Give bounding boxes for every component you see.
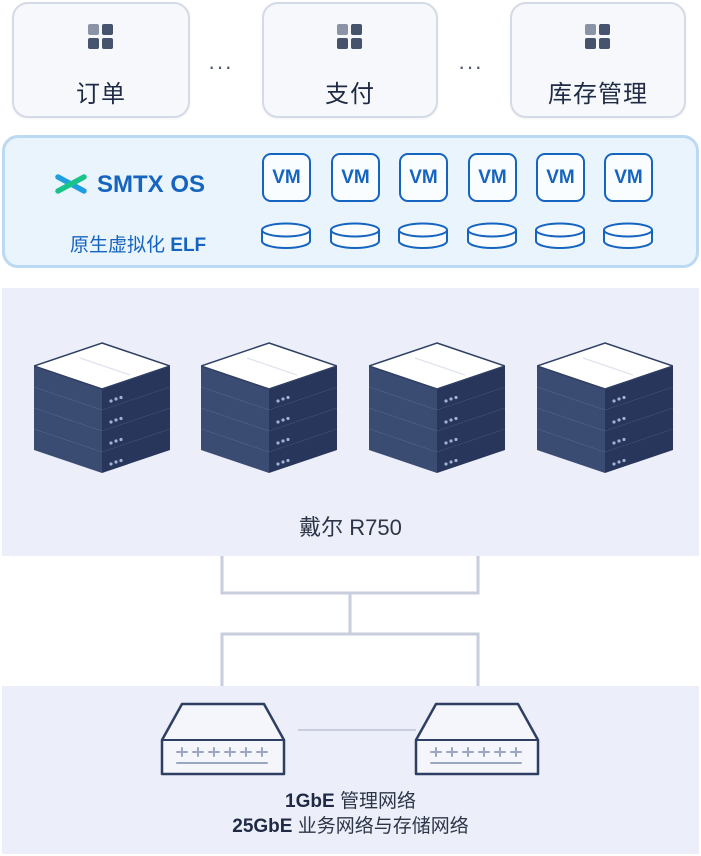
vm-box: VM [468,153,517,202]
server-stack-icon [369,342,505,473]
os-panel: SMTX OS 原生虚拟化 ELF VM VM VM VM VM VM [2,135,699,268]
net-speed-25g: 25GbE [232,816,293,837]
disk-icon [261,222,311,249]
switch-icon [160,702,286,776]
app-label-payment: 支付 [325,81,375,108]
network-line-business-storage: 25GbE 业务网络与存储网络 [2,811,699,838]
ellipsis-1: ··· [208,54,233,79]
app-label-order: 订单 [76,81,126,108]
grid-icon [88,24,113,49]
disk-icon [398,222,448,249]
vm-box: VM [536,153,585,202]
server-label: 戴尔 R750 [299,515,402,540]
disk-icon [603,222,653,249]
net-desc-management: 管理网络 [334,791,416,812]
server-stack-icon [537,342,673,473]
os-subtitle: 原生虚拟化 ELF [70,230,206,257]
network-line-management: 1GbE 管理网络 [2,786,699,813]
smtx-logo-icon [55,174,87,194]
app-box-payment: 支付 [262,2,438,118]
ellipsis-2: ··· [458,54,483,79]
vm-box: VM [331,153,380,202]
vm-box: VM [604,153,653,202]
vm-box: VM [399,153,448,202]
vm-box: VM [262,153,311,202]
grid-icon [337,24,362,49]
server-panel: 戴尔 R750 [2,288,699,556]
disk-icon [467,222,517,249]
net-desc-business-storage: 业务网络与存储网络 [292,816,469,837]
network-connector [220,556,480,686]
switch-panel: 1GbE 管理网络 25GbE 业务网络与存储网络 [2,686,699,854]
app-box-order: 订单 [12,2,190,118]
server-stack-icon [201,342,337,473]
os-subtitle-prefix: 原生虚拟化 [70,235,171,256]
switch-icon [414,702,540,776]
app-label-inventory: 库存管理 [548,81,648,108]
net-speed-1g: 1GbE [285,791,335,812]
os-name: SMTX OS [97,171,206,198]
server-stack-icon [34,342,170,473]
app-box-inventory: 库存管理 [510,2,686,118]
switch-link [298,729,416,731]
os-subtitle-product: ELF [170,235,207,256]
disk-icon [535,222,585,249]
grid-icon [585,24,610,49]
disk-icon [330,222,380,249]
